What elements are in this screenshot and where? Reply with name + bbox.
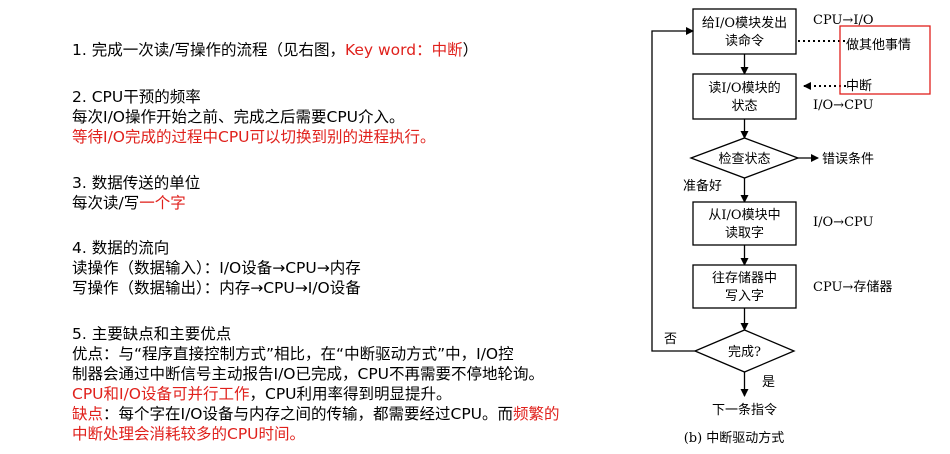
- box4-line2: 写入字: [725, 289, 764, 304]
- box1-line1: 给I/O模块发出: [702, 15, 787, 31]
- box2-line1: 读I/O模块的: [708, 80, 780, 96]
- note-io-to-cpu-2: I/O→CPU: [813, 215, 874, 230]
- section-5-line-5: 中断处理会消耗较多的CPU时间。: [72, 425, 306, 443]
- note-io-to-cpu-1: I/O→CPU: [813, 98, 874, 113]
- diamond2-label: 完成?: [728, 345, 761, 360]
- caption: (b) 中断驱动方式: [684, 430, 785, 446]
- section-5-line-3: CPU和I/O设备可并行工作，CPU利用率得到明显提升。: [72, 385, 452, 403]
- interrupt-label: 中断: [846, 79, 872, 94]
- note-cpu-to-memory: CPU→存储器: [813, 280, 892, 295]
- other-task-label: 做其他事情: [846, 38, 911, 53]
- section-3-line-1: 每次读/写一个字: [72, 194, 186, 212]
- box2-line2: 状态: [731, 99, 757, 114]
- diamond1-label: 检查状态: [718, 152, 770, 167]
- section-4-line-1: 读操作（数据输入）：I/O设备→CPU→内存: [72, 259, 361, 277]
- error-condition-label: 错误条件: [822, 151, 874, 167]
- section-4-title: 4. 数据的流向: [72, 239, 170, 257]
- red-highlight-box: [839, 25, 931, 95]
- no-label: 否: [664, 332, 677, 347]
- read-word-box: [692, 201, 797, 246]
- next-instruction-label: 下一条指令: [712, 402, 777, 418]
- section-4-line-2: 写操作（数据输出）：内存→CPU→I/O设备: [72, 279, 361, 297]
- section-3-title: 3. 数据传送的单位: [72, 174, 201, 192]
- section-2-title: 2. CPU干预的频率: [72, 88, 201, 106]
- section-5-title: 5. 主要缺点和主要优点: [72, 325, 232, 343]
- section-2-line-2: 等待I/O完成的过程中CPU可以切换到别的进程执行。: [72, 128, 436, 146]
- yes-label: 是: [762, 375, 775, 390]
- section-5-line-2: 制器会通过中断信号主动报告I/O已完成，CPU不再需要不停地轮询。: [72, 365, 545, 383]
- section-1-title: 1. 完成一次读/写操作的流程（见右图，Key word：中断）: [72, 41, 479, 59]
- send-read-command-box: [692, 8, 797, 55]
- box3-line1: 从I/O模块中: [708, 208, 780, 223]
- loop-back-arrow: [651, 27, 695, 352]
- keyword-highlight: Key word：中断: [344, 41, 463, 59]
- note-cpu-to-io-1: CPU→I/O: [813, 13, 874, 28]
- section-5-line-4: 缺点：每个字在I/O设备与内存之间的传输，都需要经过CPU。而频繁的: [72, 405, 560, 423]
- section-5-line-1: 优点：与“程序直接控制方式”相比，在“中断驱动方式”中，I/O控: [72, 345, 514, 363]
- box4-line1: 往存储器中: [712, 271, 777, 286]
- box1-line2: 读命令: [725, 33, 764, 49]
- section-2-line-1: 每次I/O操作开始之前、完成之后需要CPU介入。: [72, 108, 405, 126]
- ready-label: 准备好: [683, 178, 722, 194]
- box3-line2: 读取字: [725, 226, 764, 241]
